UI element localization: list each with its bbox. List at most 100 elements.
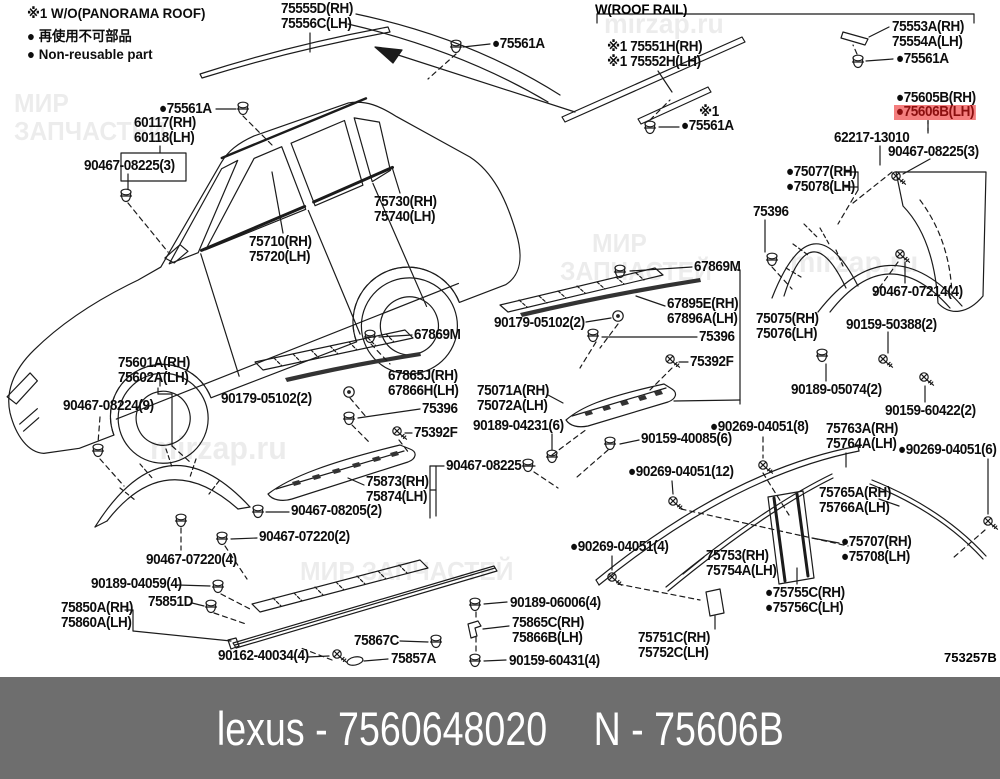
part-label: 75764A(LH)	[826, 436, 897, 452]
diagram-reference-code: 753257B	[944, 650, 997, 665]
part-label: 75765A(RH)	[819, 485, 891, 501]
part-label: ●75561A	[492, 36, 545, 52]
part-door-frame-moldings	[595, 445, 987, 617]
part-label: 75752C(LH)	[638, 645, 709, 661]
part-label: 75860A(LH)	[61, 615, 132, 631]
part-roof-molding	[199, 13, 576, 113]
legend-line-3: ● Non-reusable part	[27, 46, 153, 62]
part-label: 75874(LH)	[366, 489, 428, 505]
part-label: ●75561A	[896, 51, 949, 67]
part-label: ●90269-04051(6)	[898, 442, 997, 458]
part-label: 90467-08205(2)	[291, 503, 382, 519]
part-label: 90189-05074(2)	[791, 382, 882, 398]
part-label: 90159-40085(6)	[641, 431, 732, 447]
watermark-text: МИР	[592, 228, 647, 258]
watermark-text: МИР	[14, 88, 69, 118]
part-label: 90467-07214(4)	[872, 284, 963, 300]
part-label: 90179-05102(2)	[494, 315, 585, 331]
part-label: ※1 75551H(RH)	[607, 39, 703, 55]
part-label: 75763A(RH)	[826, 421, 898, 437]
fastener-icons	[91, 39, 999, 668]
part-label: 75396	[699, 329, 735, 345]
part-front-arch-molding	[94, 448, 251, 528]
part-label: ●75755C(RH)	[765, 585, 845, 601]
footer-brand-partnumber: lexus - 7560648020	[216, 701, 547, 755]
part-label: 90467-07220(4)	[146, 552, 237, 568]
part-label: 67869M	[694, 259, 741, 275]
part-label: 67865J(RH)	[388, 368, 458, 384]
part-label: ●75708(LH)	[841, 549, 910, 565]
roof-rail-section-header: W(ROOF RAIL)	[595, 1, 688, 17]
dashed-leaders	[97, 44, 986, 661]
part-label: ●75756C(LH)	[765, 600, 844, 616]
part-label: ●75707(RH)	[841, 534, 912, 550]
watermark-text: mirzap.ru	[790, 246, 919, 279]
part-label: 75753(RH)	[706, 548, 769, 564]
part-label: 75867C	[354, 633, 400, 649]
watermark-text: ЗАПЧАСТЕЙ	[14, 116, 166, 146]
part-label: 75866B(LH)	[512, 630, 583, 646]
part-label: 75873(RH)	[366, 474, 429, 490]
part-label: 75850A(RH)	[61, 600, 133, 616]
part-label: 90467-08225	[446, 458, 522, 474]
part-label: 75730(RH)	[374, 194, 437, 210]
legend-line-2: ● 再使用不可部品	[27, 28, 132, 44]
part-label: 90162-40034(4)	[218, 648, 309, 664]
part-label: ●90269-04051(8)	[710, 419, 809, 435]
part-label: 67896A(LH)	[667, 311, 738, 327]
part-label: 90159-60431(4)	[509, 653, 600, 669]
part-label: 90467-08224(9)	[63, 398, 154, 414]
part-label: 75072A(LH)	[477, 398, 548, 414]
part-label: ●75078(LH)	[786, 179, 855, 195]
part-label: ●75561A	[681, 118, 734, 134]
part-label: ●75561A	[159, 101, 212, 117]
part-label: 75740(LH)	[374, 209, 436, 225]
part-label: 75720(LH)	[249, 249, 311, 265]
part-label: 75602A(LH)	[118, 370, 189, 386]
part-label: 60118(LH)	[134, 130, 195, 146]
part-label: 75865C(RH)	[512, 615, 584, 631]
part-label: 75071A(RH)	[477, 383, 549, 399]
watermark-text: МИР ЗАПЧАСТЕЙ	[300, 556, 514, 586]
part-label: 90467-08225(3)	[888, 144, 979, 160]
part-rear-quarter	[771, 171, 987, 313]
footer-part-ref: N - 75606B	[593, 701, 784, 755]
part-label: 75554A(LH)	[892, 34, 963, 50]
part-label: 90467-07220(2)	[259, 529, 350, 545]
footer-bar: lexus - 7560648020 N - 75606B	[0, 677, 1000, 779]
part-rear-door-strip-group	[499, 267, 701, 428]
part-label: 67895E(RH)	[667, 296, 739, 312]
part-label: 90189-06006(4)	[510, 595, 601, 611]
leader-lines	[120, 13, 989, 662]
part-label: ●90269-04051(12)	[628, 464, 734, 480]
part-label: 75766A(LH)	[819, 500, 890, 516]
part-label: 75392F	[414, 425, 458, 441]
part-label: 90159-50388(2)	[846, 317, 937, 333]
part-label: 75601A(RH)	[118, 355, 190, 371]
part-front-door-strip-group	[254, 329, 421, 501]
part-label: ●75077(RH)	[786, 164, 857, 180]
part-label: 90179-05102(2)	[221, 391, 312, 407]
part-label: 75392F	[690, 354, 734, 370]
part-label: 75851D	[148, 594, 194, 610]
part-label: 75710(RH)	[249, 234, 312, 250]
part-label: ※1	[699, 104, 719, 120]
part-rocker-strip	[227, 559, 498, 650]
part-label: ※1 75552H(LH)	[607, 54, 701, 70]
watermark-text: mirzap.ru	[150, 430, 287, 466]
part-label: 75754A(LH)	[706, 563, 777, 579]
part-label: 62217-13010	[834, 130, 910, 146]
part-label: 75556C(LH)	[281, 16, 352, 32]
part-label: ●75605B(RH)	[896, 90, 976, 106]
part-label: 67866H(LH)	[388, 383, 459, 399]
part-label: 60117(RH)	[134, 115, 196, 131]
part-label: 90189-04059(4)	[91, 576, 182, 592]
part-label: 75076(LH)	[756, 326, 818, 342]
part-label: 67869M	[414, 327, 461, 343]
part-label: 75396	[422, 401, 458, 417]
part-label-highlighted: ●75606B(LH)	[894, 104, 976, 120]
part-roof-rail-strips	[561, 31, 869, 125]
part-label: 90189-04231(6)	[473, 418, 564, 434]
